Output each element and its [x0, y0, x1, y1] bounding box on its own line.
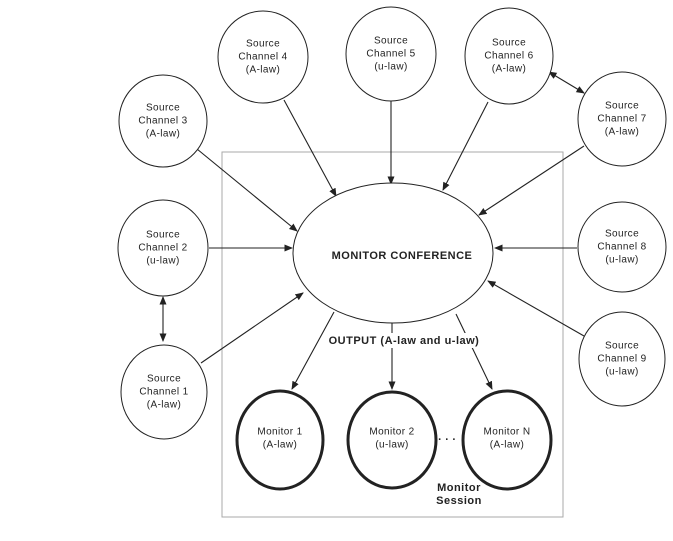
source-channel-5-line3: (u-law)	[374, 62, 407, 73]
source-channel-9-line2: Channel 9	[597, 354, 646, 365]
source-channel-5-line2: Channel 5	[366, 49, 415, 60]
source-channel-5-line1: Source	[374, 36, 408, 47]
source-channel-4-line2: Channel 4	[238, 52, 287, 63]
source-channel-1-ellipse	[120, 344, 208, 440]
source-channel-4-line1: Source	[246, 39, 280, 50]
source-channel-2-line3: (u-law)	[146, 256, 179, 267]
arrow-channel3-to-conference	[196, 148, 298, 232]
source-channel-1-line3: (A-law)	[147, 400, 181, 411]
arrow-output-to-monitorN	[455, 313, 493, 390]
arrow-channel9-to-conference	[487, 280, 585, 337]
monitor-ellipsis: . . .	[438, 431, 456, 443]
source-channel-3-ellipse	[118, 74, 208, 168]
source-channel-2-ellipse	[117, 199, 209, 297]
source-channel-3-line1: Source	[146, 103, 180, 114]
source-channel-7-line1: Source	[605, 101, 639, 112]
source-channel-2-line1: Source	[146, 230, 180, 241]
source-channel-9-ellipse	[578, 311, 666, 407]
node-source-channel-9: Source Channel 9 (u-law)	[578, 311, 666, 407]
source-channel-5-ellipse	[345, 6, 437, 102]
arrow-channel4-to-conference	[283, 99, 337, 197]
monitor-1-ellipse	[235, 389, 325, 491]
source-channel-9-line1: Source	[605, 341, 639, 352]
source-channel-7-line2: Channel 7	[597, 114, 646, 125]
monitor-session-box	[221, 151, 564, 518]
node-monitor-1: Monitor 1 (A-law)	[235, 389, 325, 491]
arrow-channel1-to-conference	[200, 292, 304, 364]
monitor-1-line2: (A-law)	[263, 440, 297, 451]
source-channel-7-line3: (A-law)	[605, 127, 639, 138]
source-channel-8-line1: Source	[605, 229, 639, 240]
arrow-channel6-channel7	[548, 71, 585, 94]
source-channel-9-line3: (u-law)	[605, 367, 638, 378]
arrow-channel6-to-conference	[442, 101, 489, 191]
node-monitor-2: Monitor 2 (u-law)	[346, 390, 438, 490]
node-source-channel-8: Source Channel 8 (u-law)	[577, 201, 667, 293]
node-source-channel-6: Source Channel 6 (A-law)	[464, 7, 554, 105]
monitor-n-ellipse	[461, 389, 553, 491]
monitor-2-line1: Monitor 2	[369, 427, 414, 438]
source-channel-2-line2: Channel 2	[138, 243, 187, 254]
source-channel-6-line2: Channel 6	[484, 51, 533, 62]
node-source-channel-3: Source Channel 3 (A-law)	[118, 74, 208, 168]
source-channel-6-line1: Source	[492, 38, 526, 49]
monitor-session-label-line1: Monitor	[437, 482, 481, 494]
node-source-channel-7: Source Channel 7 (A-law)	[577, 71, 667, 167]
source-channel-4-line3: (A-law)	[246, 65, 280, 76]
monitor-conference-label: MONITOR CONFERENCE	[332, 250, 473, 262]
node-source-channel-4: Source Channel 4 (A-law)	[217, 10, 309, 104]
monitor-session-label: Monitor Session	[436, 482, 482, 507]
source-channel-8-ellipse	[577, 201, 667, 293]
source-channel-8-line3: (u-law)	[605, 255, 638, 266]
node-source-channel-5: Source Channel 5 (u-law)	[345, 6, 437, 102]
output-label-mask	[330, 333, 478, 348]
node-source-channel-1: Source Channel 1 (A-law)	[120, 344, 208, 440]
monitor-2-ellipse	[346, 390, 438, 490]
source-channel-1-line1: Source	[147, 374, 181, 385]
source-channel-6-ellipse	[464, 7, 554, 105]
monitor-conference-ellipse	[292, 182, 494, 324]
arrow-channel7-to-conference	[478, 145, 585, 216]
monitor-session-label-line2: Session	[436, 495, 482, 507]
source-channel-8-line2: Channel 8	[597, 242, 646, 253]
node-source-channel-2: Source Channel 2 (u-law)	[117, 199, 209, 297]
monitor-n-line1: Monitor N	[484, 427, 531, 438]
source-channel-3-line2: Channel 3	[138, 116, 187, 127]
monitor-n-line2: (A-law)	[490, 440, 524, 451]
node-monitor-conference: MONITOR CONFERENCE	[292, 182, 494, 324]
source-channel-4-ellipse	[217, 10, 309, 104]
monitor-2-line2: (u-law)	[375, 440, 408, 451]
source-channel-7-ellipse	[577, 71, 667, 167]
source-channel-6-line3: (A-law)	[492, 64, 526, 75]
source-channel-3-line3: (A-law)	[146, 129, 180, 140]
arrow-output-to-monitor1	[291, 311, 335, 390]
output-label: OUTPUT (A-law and u-law)	[329, 335, 480, 347]
source-channel-1-line2: Channel 1	[139, 387, 188, 398]
monitor-1-line1: Monitor 1	[257, 427, 302, 438]
node-monitor-n: Monitor N (A-law)	[461, 389, 553, 491]
